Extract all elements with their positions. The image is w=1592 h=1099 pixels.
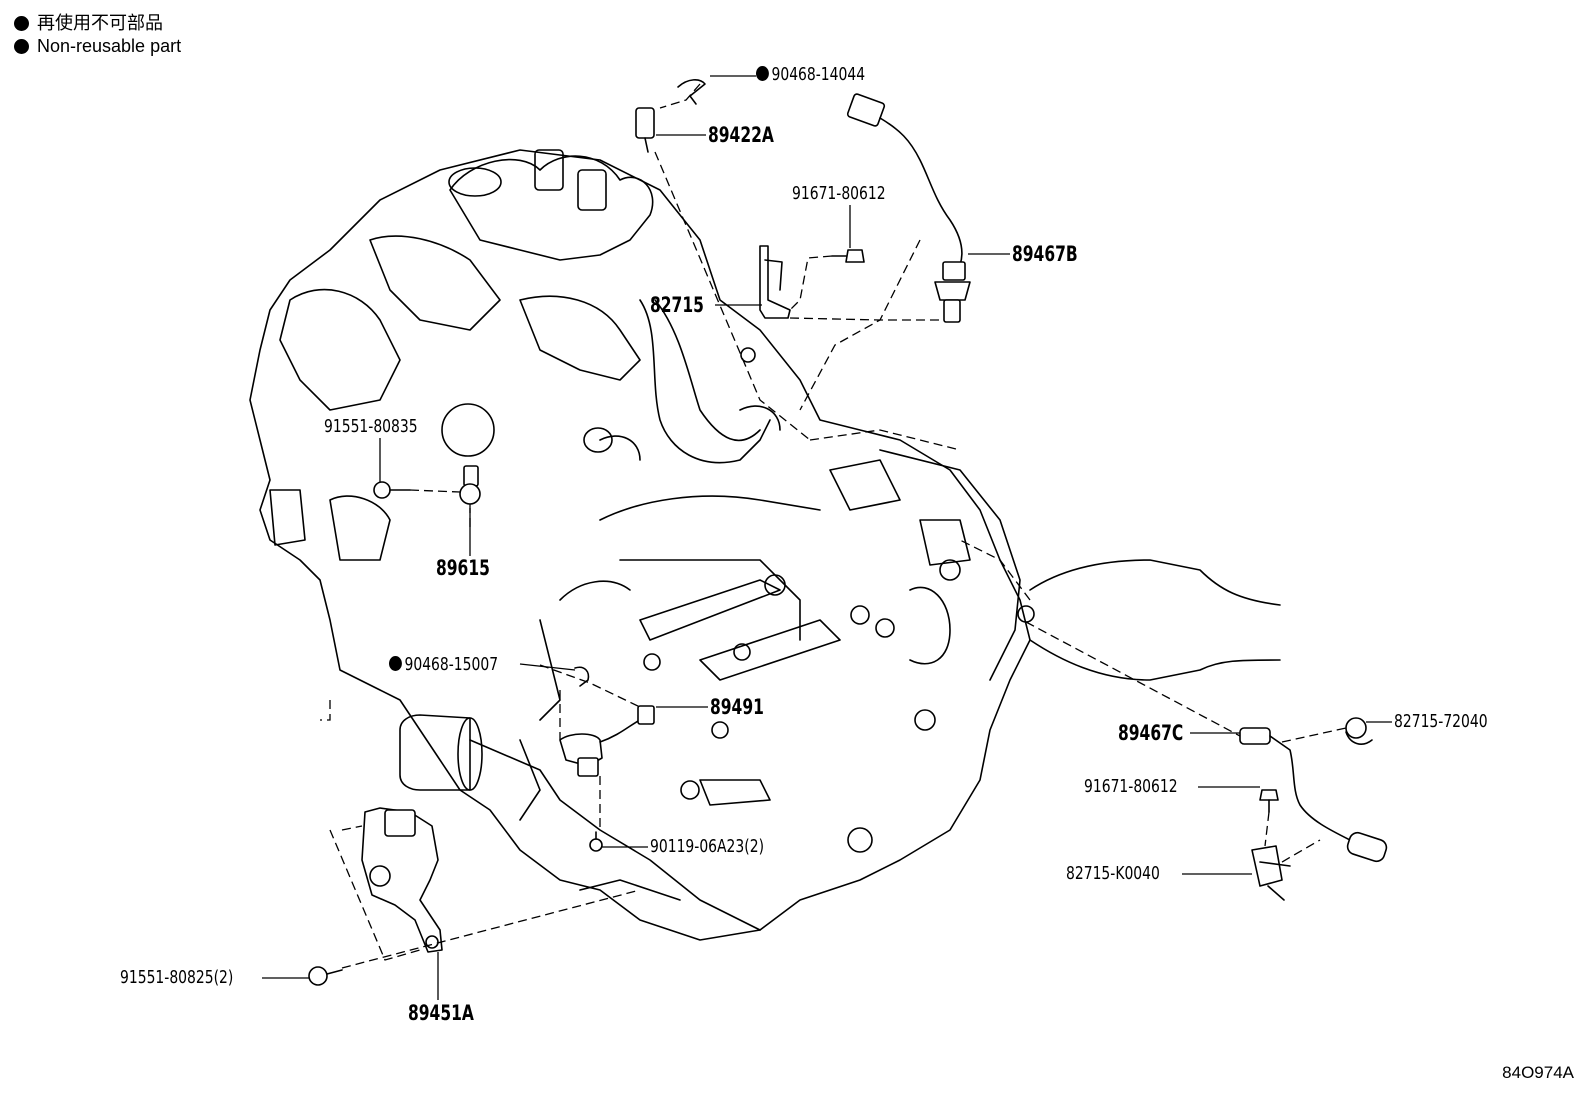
legend-text-en: Non-reusable part <box>37 36 182 56</box>
non-reusable-bullet-icon <box>389 656 402 671</box>
part-label-90468-15007[interactable]: 90468-15007 <box>389 656 498 674</box>
leader-lines <box>262 75 1392 1000</box>
illustration-code: 84O974A <box>1502 1063 1574 1082</box>
part-label-91551-80835[interactable]: 91551-80835 <box>324 416 418 437</box>
legend-text-ja: 再使用不可部品 <box>37 13 163 33</box>
part-label-91551-80825[interactable]: 91551-80825(2) <box>120 967 234 988</box>
part-label-89491[interactable]: 89491 <box>710 695 764 719</box>
dashed-assembly-lines <box>320 83 1347 969</box>
legend-row-en: Non-reusable part <box>14 35 181 58</box>
part-label-89467c[interactable]: 89467C <box>1118 721 1184 745</box>
part-label-89615[interactable]: 89615 <box>436 556 490 580</box>
part-label-89467b[interactable]: 89467B <box>1012 242 1078 266</box>
part-label-82715-k0040[interactable]: 82715-K0040 <box>1066 863 1160 884</box>
part-drawings <box>308 79 1388 986</box>
bullet-icon <box>14 16 29 31</box>
bullet-icon <box>14 39 29 54</box>
part-label-90119-06a23[interactable]: 90119-06A23(2) <box>650 836 765 857</box>
part-label-91671-80612-upper[interactable]: 91671-80612 <box>792 183 886 204</box>
part-label-89422a[interactable]: 89422A <box>708 123 774 147</box>
part-label-89451a[interactable]: 89451A <box>408 1001 474 1025</box>
non-reusable-bullet-icon <box>756 66 769 81</box>
part-label-82715[interactable]: 82715 <box>650 293 704 317</box>
part-label-91671-80612-lower[interactable]: 91671-80612 <box>1084 776 1178 797</box>
engine-illustration <box>249 149 1281 941</box>
legend: 再使用不可部品 Non-reusable part <box>14 12 181 58</box>
part-label-82715-72040[interactable]: 82715-72040 <box>1394 711 1488 732</box>
part-label-90468-14044[interactable]: 90468-14044 <box>756 66 865 84</box>
legend-row-ja: 再使用不可部品 <box>14 12 181 35</box>
